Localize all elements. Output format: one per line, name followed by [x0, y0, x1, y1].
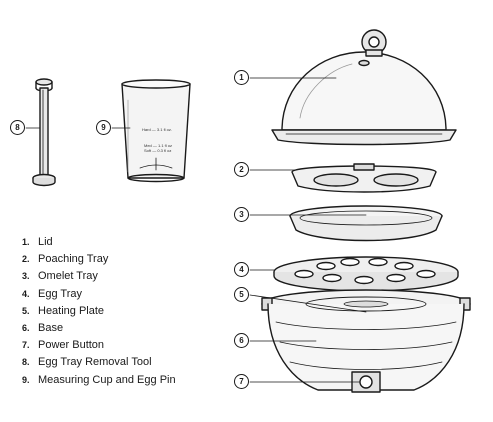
- egg-tray-drawing: [273, 256, 459, 292]
- list-item: 6.Base: [22, 321, 64, 334]
- lid-drawing: [271, 29, 457, 146]
- poaching-tray-drawing: [291, 163, 437, 193]
- cup-marking-med: Med — 1.1 fl oz: [144, 143, 173, 148]
- callout-9: 9: [96, 120, 111, 135]
- callout-2: 2: [234, 162, 249, 177]
- callout-6: 6: [234, 333, 249, 348]
- list-item: 4.Egg Tray: [22, 287, 83, 300]
- list-item: 7.Power Button: [22, 339, 105, 352]
- list-item: 1.Lid: [22, 236, 53, 248]
- list-item: 8.Egg Tray Removal Tool: [22, 356, 152, 369]
- list-item: 9.Measuring Cup and Egg Pin: [22, 373, 176, 386]
- list-item: 5.Heating Plate: [22, 304, 105, 317]
- cup-marking-hard: Hard — 3.1 fl oz.: [142, 127, 173, 132]
- measuring-cup-drawing: [121, 79, 191, 183]
- callout-4: 4: [234, 262, 249, 277]
- list-item: 3.Omelet Tray: [22, 270, 98, 283]
- leader-lines: [25, 77, 367, 383]
- callout-1: 1: [234, 70, 249, 85]
- callout-5: 5: [234, 287, 249, 302]
- callout-7: 7: [234, 374, 249, 389]
- omelet-tray-drawing: [289, 205, 443, 242]
- parts-list: 1.Lid 2.Poaching Tray 3.Omelet Tray 4.Eg…: [22, 234, 176, 389]
- egg-tray-removal-tool-drawing: [32, 78, 56, 187]
- callout-3: 3: [234, 207, 249, 222]
- list-item: 2.Poaching Tray: [22, 253, 109, 266]
- cup-marking-soft: Soft — 0.3 fl oz: [144, 148, 172, 153]
- callout-8: 8: [10, 120, 25, 135]
- base-drawing: [261, 289, 471, 393]
